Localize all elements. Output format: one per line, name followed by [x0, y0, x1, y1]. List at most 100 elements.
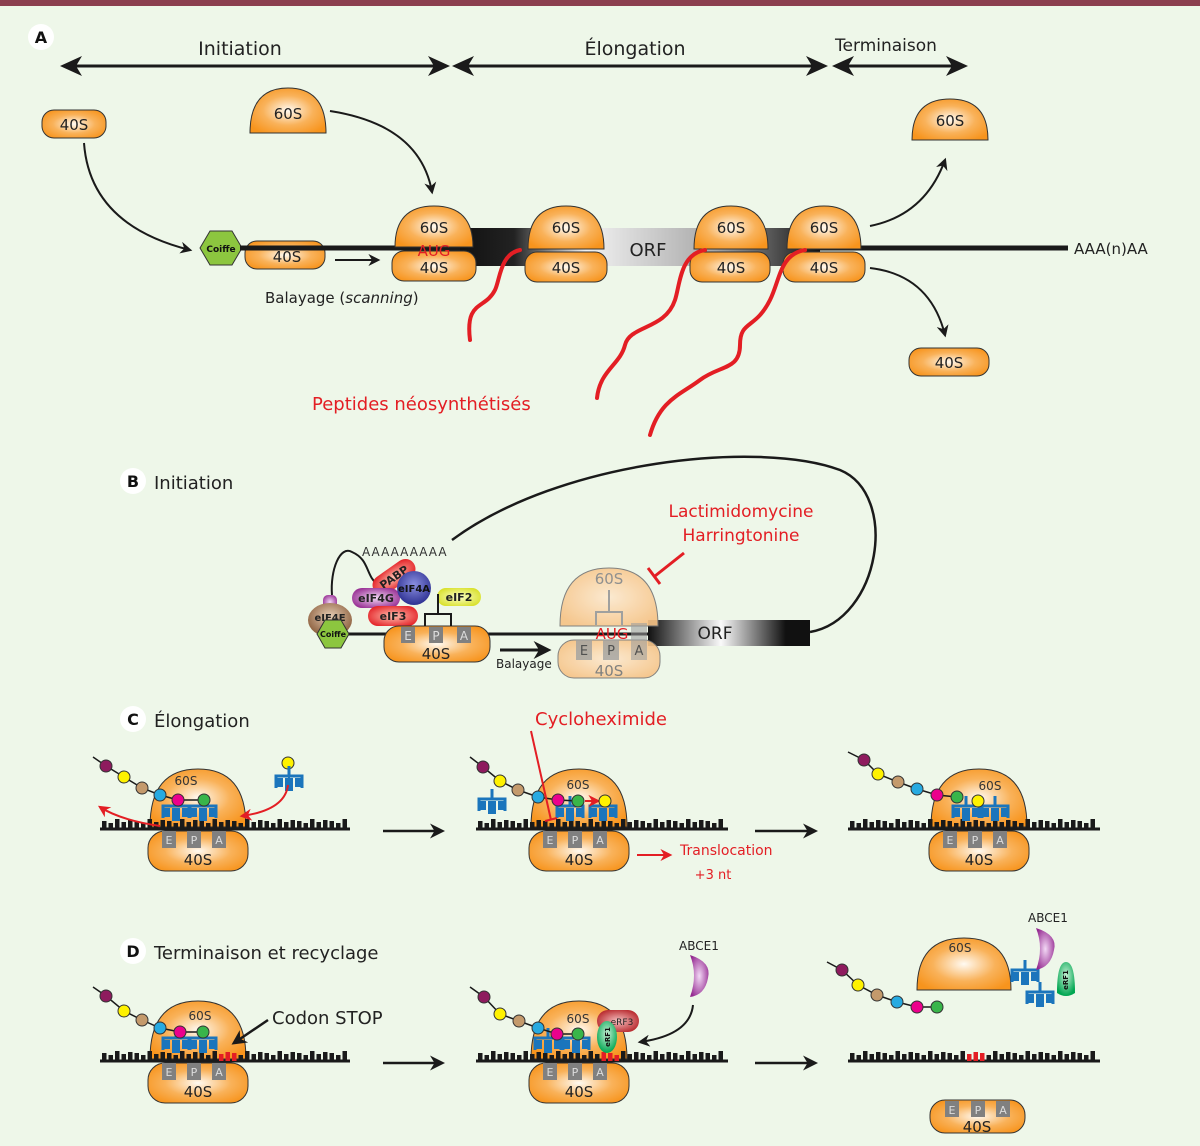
mrna-base — [504, 820, 509, 829]
mrna-base — [491, 819, 496, 829]
ribosome-at-aug: 60S 40S AUG — [391, 205, 477, 282]
mrna-base — [993, 819, 998, 829]
40s-label: 40S — [965, 851, 994, 869]
orf-label-b: ORF — [698, 624, 733, 644]
amino-acid — [173, 1025, 187, 1039]
mrna-base — [128, 820, 133, 829]
cycloheximide-bar — [544, 817, 558, 822]
mrna-base — [660, 822, 665, 829]
mrna-base — [947, 821, 952, 829]
amino-acid — [835, 963, 849, 977]
mrna-base — [1012, 1053, 1017, 1061]
amino-acid — [117, 1004, 131, 1018]
mrna-base — [316, 822, 321, 829]
mrna-base — [692, 1054, 697, 1061]
incoming-trna-arm — [275, 778, 283, 787]
mrna-base — [595, 1054, 600, 1061]
peptides-label: Peptides néosynthétisés — [312, 394, 531, 415]
mrna-base — [915, 821, 920, 829]
mrna-base — [908, 820, 913, 829]
60s-label: 60S — [949, 941, 972, 955]
trna-a-site-arm — [609, 808, 617, 817]
erf1-label-bound: eRF1 — [604, 1027, 612, 1047]
mrna-base — [167, 1053, 172, 1061]
site-a — [993, 831, 1007, 848]
mrna-base — [219, 822, 224, 829]
site-a-label: A — [215, 1066, 223, 1079]
mrna-base — [973, 820, 978, 829]
arrow-40s-to-cap — [83, 142, 193, 254]
mrna-base — [1045, 1053, 1050, 1061]
mrna-base — [562, 822, 567, 829]
mrna-base — [160, 820, 165, 829]
mrna-base — [478, 821, 483, 829]
amino-acid — [851, 978, 865, 992]
site-a-label-b: A — [460, 629, 469, 643]
panel-a-badge-label: A — [35, 28, 48, 47]
mrna-base — [284, 822, 289, 829]
mrna-base — [601, 820, 606, 829]
mrna-base — [712, 1055, 717, 1061]
panel-a: A Initiation Élongation Terminaison 40S … — [28, 24, 1149, 437]
nascent-peptide-2 — [595, 248, 707, 400]
mrna-base — [310, 819, 315, 829]
mrna-base — [1019, 1055, 1024, 1061]
ribo3-60s-label: 60S — [810, 219, 839, 237]
mrna-base — [206, 823, 211, 829]
amino-acid — [910, 782, 924, 796]
mrna-base — [1084, 1055, 1089, 1061]
abce1-arrow — [637, 1004, 694, 1047]
amino-acid — [930, 1000, 944, 1014]
mrna-base — [108, 1055, 113, 1061]
site-e — [162, 1063, 176, 1080]
mrna-base — [986, 1055, 991, 1061]
mrna-base — [634, 1052, 639, 1061]
site-p-b — [429, 627, 443, 643]
mrna-base — [199, 1053, 204, 1061]
arrow-40s-release — [869, 267, 949, 338]
mrna-base — [679, 823, 684, 829]
mrna-base — [180, 1051, 185, 1061]
mrna-base — [699, 1052, 704, 1061]
trna-a-site-arm — [991, 808, 999, 821]
site-e — [162, 831, 176, 848]
cap-label-b: Coiffe — [320, 630, 347, 639]
mrna-base — [134, 1053, 139, 1061]
mrna-base — [895, 1051, 900, 1061]
mrna-base — [1090, 1051, 1095, 1061]
amino-acid — [135, 781, 149, 795]
mrna-base — [889, 823, 894, 829]
initiator-trna — [424, 594, 452, 626]
amino-acid — [512, 1014, 526, 1028]
mrna-base — [928, 819, 933, 829]
eif4e-eif4g-linker — [330, 549, 379, 596]
amino-acid — [571, 1027, 585, 1041]
mrna-base — [108, 823, 113, 829]
mrna-base — [934, 822, 939, 829]
amino-acid — [910, 1000, 924, 1014]
polya-tail: AAAAAAAAA — [362, 545, 448, 559]
eif2-factor — [437, 588, 481, 606]
mrna-base — [1090, 819, 1095, 829]
mrna-base — [1077, 1053, 1082, 1061]
amino-acid — [153, 1021, 167, 1035]
mrna-base — [640, 1053, 645, 1061]
mrna-base — [902, 1054, 907, 1061]
scanning-label-b: Balayage — [496, 657, 552, 671]
mrna-base — [141, 1055, 146, 1061]
panel-d-badge — [120, 938, 146, 964]
free-trna-arm — [1026, 994, 1034, 1003]
mrna-base — [1071, 820, 1076, 829]
mrna-base — [549, 1055, 554, 1061]
amino-acid — [950, 790, 964, 804]
mrna-base — [323, 1052, 328, 1061]
mrna-base — [212, 1051, 217, 1061]
amino-acid — [891, 775, 905, 789]
site-e — [943, 831, 957, 848]
phase-arrow-termination — [832, 56, 968, 76]
abce1-label-free: ABCE1 — [1028, 911, 1068, 925]
trna-p-site-arm — [582, 1040, 590, 1049]
site-e-label-b: E — [404, 629, 412, 643]
